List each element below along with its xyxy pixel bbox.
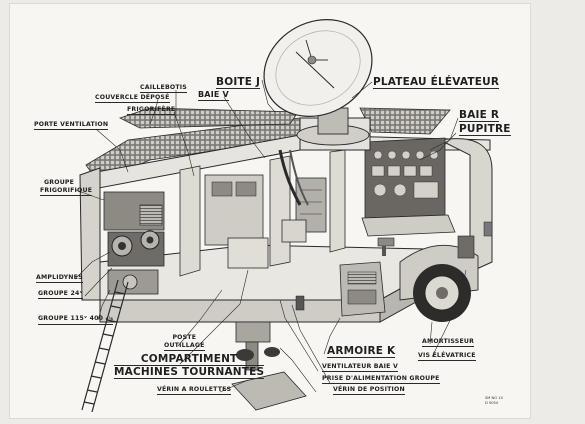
roof-grating [85, 107, 451, 183]
label-baie-r: BAIE R [459, 109, 500, 122]
label-pupitre: PUPITRE [459, 123, 511, 136]
ladder-icon [81, 279, 129, 413]
label-compartiment-line2: MACHINES TOURNANTES [114, 366, 265, 379]
label-baie-v: BAIE V [198, 90, 229, 101]
label-amortisseur: AMORTISSEUR [422, 338, 475, 347]
label-poste-outillage: POSTE OUTILLAGE [164, 334, 205, 351]
label-poste-outillage-line1: POSTE [172, 334, 197, 341]
label-groupe-frigorifique: GROUPE FRIGORIFIQUE [40, 179, 93, 196]
label-compartiment: COMPARTIMENT MACHINES TOURNANTES [114, 353, 265, 379]
label-groupe-115-unit: c/s [105, 317, 114, 322]
radar-dish-icon [263, 19, 373, 151]
reference-line2: D 9054 [485, 401, 499, 405]
label-plateau-elevateur: PLATEAU ÉLÉVATEUR [373, 76, 500, 89]
label-amplidynes: AMPLIDYNES [36, 274, 83, 283]
roller-jack [231, 295, 307, 411]
label-vis-elevatrice: VIS ÉLÉVATRICE [418, 352, 476, 361]
label-verin-position: VÉRIN DE POSITION [333, 386, 405, 395]
label-compartiment-line1: COMPARTIMENT [114, 353, 265, 366]
leader-lines [74, 79, 467, 393]
label-porte-ventilation: PORTE VENTILATION [34, 121, 109, 130]
operator-console [361, 137, 456, 256]
label-boite-j: BOITE J [216, 76, 261, 89]
label-groupe-115: GROUPE 115ᵛ 400 c/s [38, 315, 114, 325]
label-groupe-115-text: GROUPE 115ᵛ 400 [38, 315, 104, 322]
label-groupe-frigorifique-line2: FRIGORIFIQUE [40, 187, 93, 196]
label-poste-outillage-line2: OUTILLAGE [164, 342, 205, 351]
label-caillebotis: CAILLEBOTIS [140, 84, 187, 93]
reference-number: SM NO 14 D 9054 [485, 396, 503, 406]
label-armoire-k: ARMOIRE K [327, 345, 396, 358]
label-ventilateur-baie-v: VENTILATEUR BAIE V [322, 363, 398, 372]
armoire-k [339, 261, 386, 317]
label-frigorifere: FRIGORIFÈRE [127, 106, 176, 115]
label-verin-roulettes: VÉRIN A ROULETTES [157, 386, 232, 395]
rotating-machines [103, 191, 165, 295]
label-groupe-frigorifique-line1: GROUPE [44, 179, 75, 186]
label-prise-alimentation: PRISE D'ALIMENTATION GROUPE [322, 375, 440, 384]
central-cabinets [204, 149, 327, 269]
reference-line1: SM NO 14 [485, 396, 503, 400]
label-couvercle-depose: COUVERCLE DÉPOSÉ [95, 94, 170, 103]
label-groupe-24: GROUPE 24ᵛ [38, 290, 83, 299]
